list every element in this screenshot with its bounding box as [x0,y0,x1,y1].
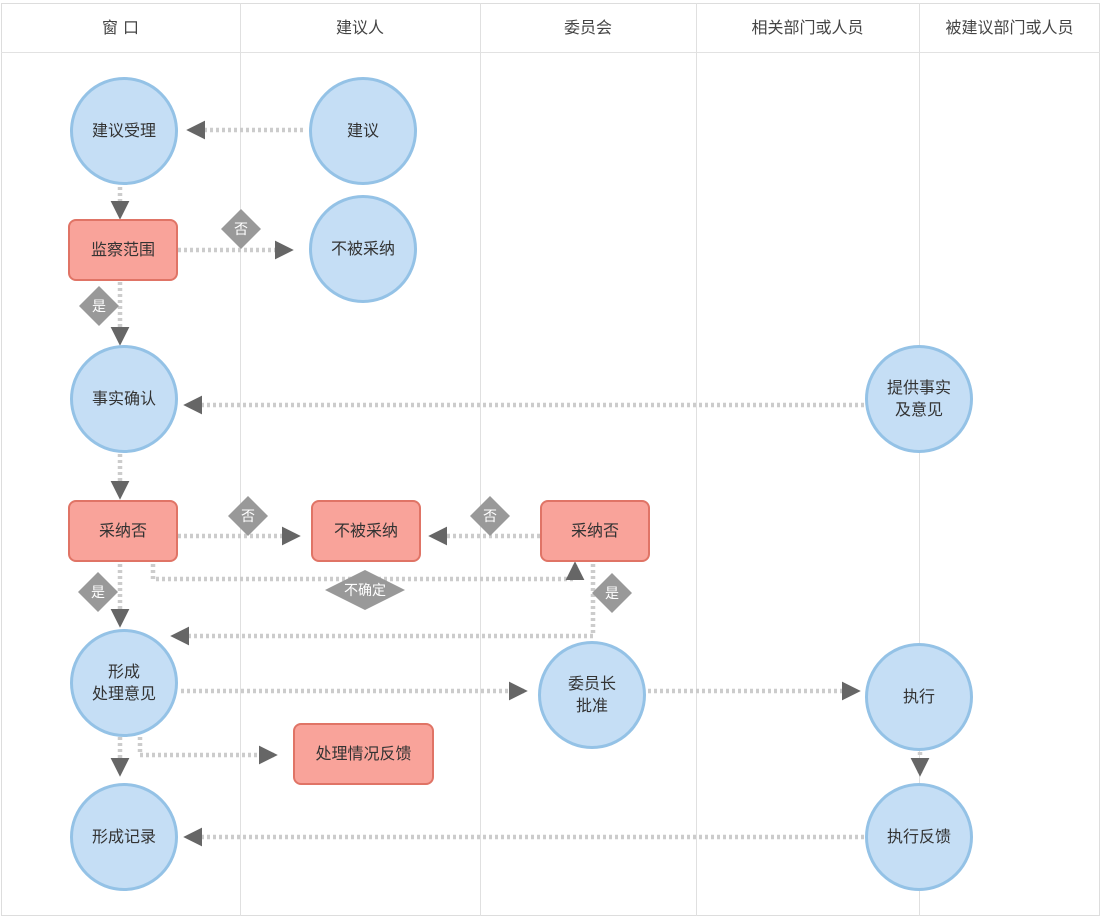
lane-title-proposer: 建议人 [335,18,384,37]
label-uncertain: 不确定 [344,583,386,599]
node-execute: 执行 [865,643,973,751]
label-yes: 是 [91,585,105,601]
node-label: 处理意见 [91,684,156,703]
lane-divider [240,3,241,916]
node-fact-confirm: 事实确认 [70,345,178,453]
node-label: 提供事实 [886,378,951,397]
lane-title-window: 窗 口 [101,18,140,37]
label-no: 否 [234,222,248,238]
node-label: 建议 [346,121,379,140]
lane-title-related-dept: 相关部门或人员 [751,18,864,37]
node-label: 形成 [107,662,140,681]
lane-title-committee: 委员会 [563,18,612,37]
connector-committee-yes-to-opinion [170,564,596,646]
node-label: 事实确认 [91,389,156,408]
lane-header-row: 窗 口 建议人 委员会 相关部门或人员 被建议部门或人员 [1,3,1100,53]
decision-diamond-yes [79,286,119,326]
node-label: 形成记录 [91,827,156,846]
decision-diamond-no [470,496,510,536]
node-label: 处理情况反馈 [315,744,412,763]
node-not-adopted: 不被采纳 [311,500,421,562]
node-label: 不被采纳 [333,521,398,540]
label-yes: 是 [92,299,106,315]
node-label: 批准 [575,696,608,715]
node-chairman-approve: 委员长 批准 [538,641,646,749]
decision-diamond-no [228,496,268,536]
node-label: 建议受理 [91,121,156,140]
node-committee-adopt-or-not: 采纳否 [540,500,650,562]
connector-uncertain-to-committee [150,561,585,582]
node-adopt-or-not: 采纳否 [68,500,178,562]
node-supervision-scope: 监察范围 [68,219,178,281]
node-label: 及意见 [894,400,943,419]
node-label: 不被采纳 [330,239,395,258]
label-no: 否 [241,509,255,525]
node-suggestion-accept: 建议受理 [70,77,178,185]
label-no: 否 [483,509,497,525]
node-execute-feedback: 执行反馈 [865,783,973,891]
node-label: 采纳否 [98,521,147,540]
node-label: 执行 [902,687,935,706]
node-not-adopted: 不被采纳 [309,195,417,303]
decision-diamond-yes [78,572,118,612]
node-form-opinion: 形成 处理意见 [70,629,178,737]
node-label: 采纳否 [570,521,619,540]
node-label: 执行反馈 [886,827,951,846]
connector-opinion-to-handling-feedback [137,737,278,765]
node-form-record: 形成记录 [70,783,178,891]
lane-divider [919,3,920,916]
node-provide-facts: 提供事实 及意见 [865,345,973,453]
node-suggestion: 建议 [309,77,417,185]
decision-diamond-uncertain [325,570,405,610]
node-label: 委员长 [567,674,616,693]
node-label: 监察范围 [90,240,155,259]
label-yes: 是 [605,586,619,602]
lane-divider [696,3,697,916]
lane-divider [480,3,481,916]
decision-diamond-no [221,209,261,249]
decision-diamond-yes [592,573,632,613]
lane-title-target-dept: 被建议部门或人员 [945,18,1074,37]
diagram-frame [1,3,1100,916]
node-handling-feedback: 处理情况反馈 [293,723,434,785]
